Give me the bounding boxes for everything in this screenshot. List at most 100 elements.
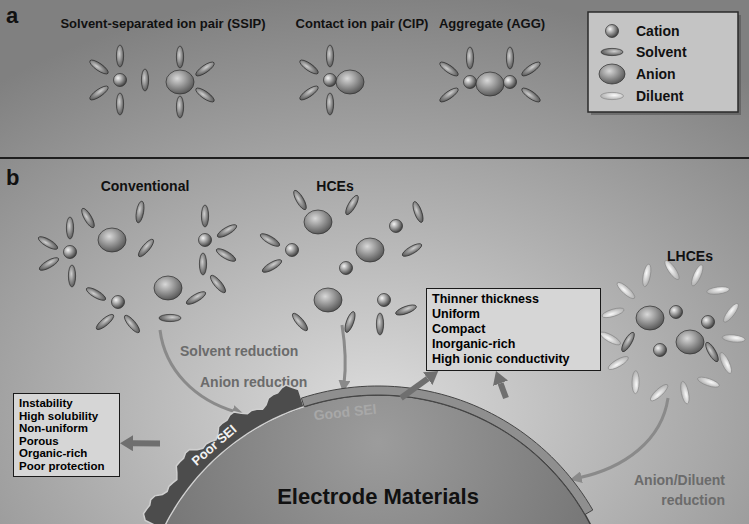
- cation-sphere: [199, 234, 212, 247]
- diluent-molecule: [679, 381, 691, 405]
- process-label: Solvent reduction: [180, 341, 298, 361]
- property-line: Organic-rich: [19, 447, 114, 460]
- figure-title: Solvent-separated ion pair (SSIP): [60, 14, 265, 33]
- property-line: Thinner thickness: [432, 292, 595, 307]
- figure-title: Aggregate (AGG): [439, 14, 545, 33]
- solvent-molecule: [343, 194, 360, 217]
- solvent-molecule: [201, 205, 208, 227]
- solvent-molecule: [135, 201, 146, 224]
- layer-outline: [160, 385, 305, 524]
- property-line: Instability: [19, 397, 114, 410]
- solvent-molecule: [326, 93, 333, 115]
- solvent-molecule: [520, 86, 542, 105]
- solvent-molecule: [261, 257, 284, 274]
- solvent-molecule: [466, 47, 473, 69]
- cation-sphere: [504, 76, 517, 89]
- solvent-molecule: [38, 255, 61, 272]
- sei-layer: Good SEI: [296, 398, 596, 524]
- anion-ellipsoid: [304, 210, 332, 234]
- diluent-molecule: [718, 351, 734, 375]
- solvent-molecule: [438, 86, 460, 105]
- solvent-molecule: [66, 217, 73, 239]
- property-box: InstabilityHigh solubilityNon-uniformPor…: [13, 393, 120, 477]
- property-line: High ionic conductivity: [432, 352, 595, 367]
- process-label: Anion/Diluent reduction: [585, 470, 725, 510]
- cation-sphere: [286, 244, 299, 257]
- solvent-molecule: [194, 86, 216, 105]
- cation-sphere: [112, 296, 125, 309]
- solvent-molecule: [68, 265, 75, 287]
- legend-text: Diluent: [636, 87, 683, 105]
- property-line: Uniform: [432, 307, 595, 322]
- diluent-molecule: [615, 280, 637, 301]
- solvent-molecule: [88, 58, 110, 77]
- anion-ellipsoid: [98, 228, 126, 252]
- sei-layer: Poor SEI: [160, 385, 305, 524]
- figure-title: Conventional: [101, 176, 190, 196]
- solvent-molecule: [88, 84, 110, 103]
- solvent-molecule: [520, 60, 542, 79]
- anion-ellipsoid: [676, 330, 704, 354]
- diluent-molecule: [722, 334, 746, 344]
- solvent-molecule: [116, 93, 123, 115]
- panel-divider: [0, 157, 749, 159]
- solvent-molecule: [176, 46, 183, 68]
- arrow-connector: [501, 383, 506, 398]
- solvent-molecule: [85, 285, 108, 302]
- solvent-molecule: [259, 231, 282, 248]
- anion-ellipsoid: [336, 70, 364, 94]
- anion-ellipsoid: [476, 72, 504, 96]
- solvent-molecule: [194, 60, 216, 79]
- solvent-molecule: [619, 331, 636, 354]
- legend-text: Solvent: [636, 43, 687, 61]
- shape-label: Good SEI: [313, 400, 378, 424]
- figure-title: Contact ion pair (CIP): [296, 14, 429, 33]
- solvent-molecule: [208, 273, 228, 294]
- legend-frame: [588, 12, 738, 112]
- reduction-arrow: [342, 325, 345, 384]
- arrow-connector: [401, 379, 428, 398]
- molecule-illustrations: [37, 45, 746, 405]
- solvent-molecule: [159, 314, 181, 321]
- solvent-molecule: [136, 237, 156, 258]
- solvent-molecule: [176, 96, 183, 118]
- legend-swatch: [606, 25, 619, 38]
- solvent-molecule: [141, 69, 148, 91]
- legend-text: Anion: [636, 65, 676, 83]
- property-line: Non-uniform: [19, 422, 114, 435]
- diluent-molecule: [689, 263, 705, 287]
- diluent-molecule: [706, 286, 730, 296]
- cation-sphere: [378, 294, 391, 307]
- cation-sphere: [464, 76, 477, 89]
- solvent-molecule: [37, 234, 60, 251]
- solvent-molecule: [290, 311, 310, 332]
- arrow-connector: [133, 440, 160, 446]
- solvent-molecule: [438, 60, 460, 79]
- solvent-molecule: [703, 341, 720, 364]
- cation-sphere: [340, 262, 353, 275]
- cation-sphere: [702, 316, 715, 329]
- cation-sphere: [654, 344, 667, 357]
- solvent-molecule: [116, 45, 123, 67]
- shape-label: Electrode Materials: [277, 484, 479, 510]
- reduction-arrow: [160, 330, 236, 412]
- property-line: High solubility: [19, 410, 114, 423]
- diluent-molecule: [696, 375, 720, 389]
- legend-swatch: [601, 48, 623, 55]
- electrode-body: Electrode Materials: [160, 395, 596, 524]
- solvent-molecule: [185, 289, 208, 306]
- anion-ellipsoid: [166, 70, 194, 94]
- cation-sphere: [324, 74, 337, 87]
- panel-label: a: [6, 2, 18, 30]
- diluent-molecule: [721, 301, 741, 324]
- cation-sphere: [114, 74, 127, 87]
- electrode-shape: [160, 395, 596, 524]
- anion-ellipsoid: [356, 238, 384, 262]
- legend-swatch: [599, 64, 625, 84]
- diluent-molecule: [607, 354, 631, 372]
- solvent-molecule: [298, 84, 320, 103]
- solvent-molecule: [394, 303, 417, 317]
- panel-label: b: [6, 164, 19, 192]
